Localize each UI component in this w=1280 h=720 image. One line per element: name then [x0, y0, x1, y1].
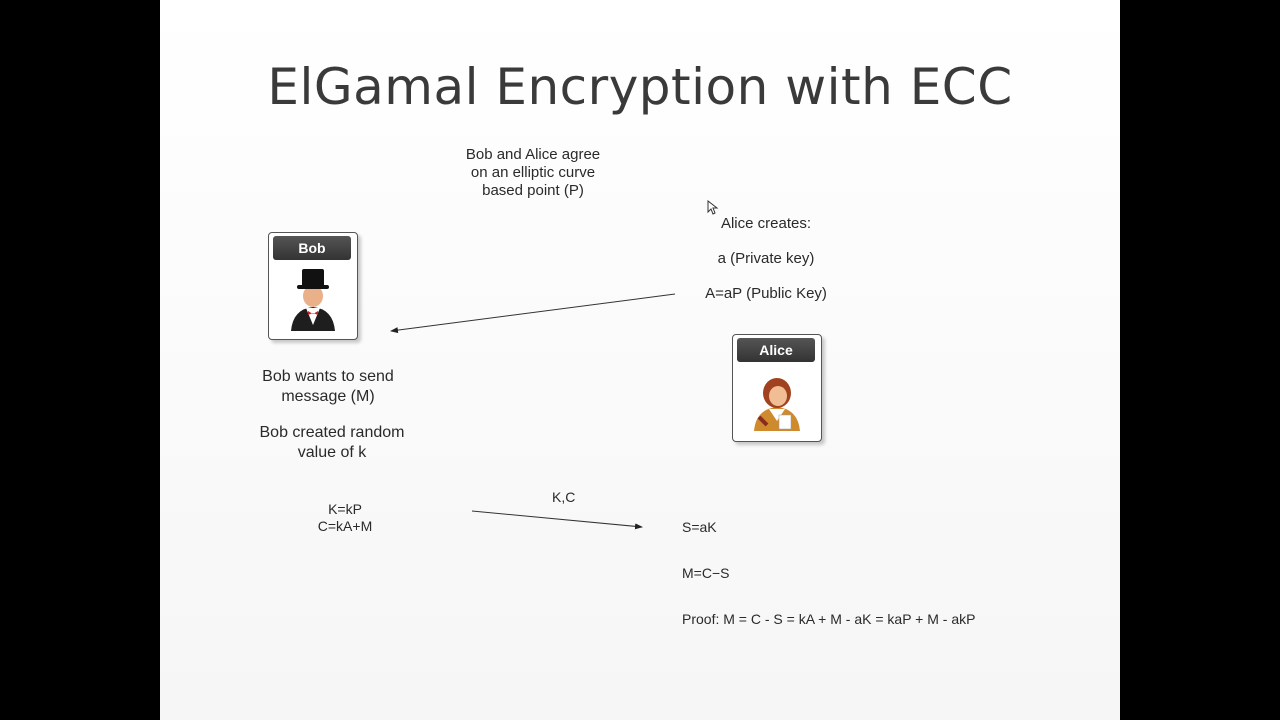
bob-random-line-1: Bob created random: [259, 424, 405, 441]
arrows-layer: [390, 293, 676, 530]
alice-card-label: Alice: [737, 338, 815, 362]
agree-line-2: on an elliptic curve: [470, 164, 596, 181]
bob-formula-k: K=kP: [328, 501, 362, 517]
agree-line-1: Bob and Alice agree: [465, 146, 601, 163]
bob-card-label: Bob: [273, 236, 351, 260]
slide: ElGamal Encryption with ECC Bob and Alic…: [160, 0, 1120, 720]
alice-public-key: A=aP (Public Key): [705, 285, 827, 302]
bob-wants-line-2: message (M): [281, 388, 375, 405]
agree-text: Bob and Alice agree on an elliptic curve…: [423, 146, 643, 200]
bob-formulas: K=kP C=kA+M: [285, 501, 405, 535]
bob-random-text: Bob created random value of k: [222, 423, 442, 463]
alice-formula-s: S=aK: [682, 519, 717, 535]
slide-title: ElGamal Encryption with ECC: [267, 58, 1013, 116]
bob-formula-c: C=kA+M: [317, 518, 373, 534]
bob-wants-text: Bob wants to send message (M): [228, 367, 428, 407]
send-arrow: [471, 510, 643, 530]
alice-card: Alice: [732, 334, 822, 442]
bob-card: Bob: [268, 232, 358, 340]
agree-line-3: based point (P): [482, 182, 584, 199]
send-label: K,C: [552, 489, 576, 505]
alice-formula-m: M=C−S: [682, 565, 730, 581]
bob-wants-line-1: Bob wants to send: [262, 368, 394, 385]
bob-avatar-icon: [291, 269, 335, 331]
mouse-cursor-icon: [707, 200, 719, 215]
public-key-arrow: [390, 293, 676, 334]
alice-avatar-icon: [754, 378, 800, 431]
bob-random-line-2: value of k: [297, 444, 367, 461]
alice-private-key: a (Private key): [717, 250, 815, 267]
alice-creates-heading: Alice creates:: [720, 215, 812, 232]
proof-text: Proof: M = C - S = kA + M - aK = kaP + M…: [682, 611, 976, 627]
